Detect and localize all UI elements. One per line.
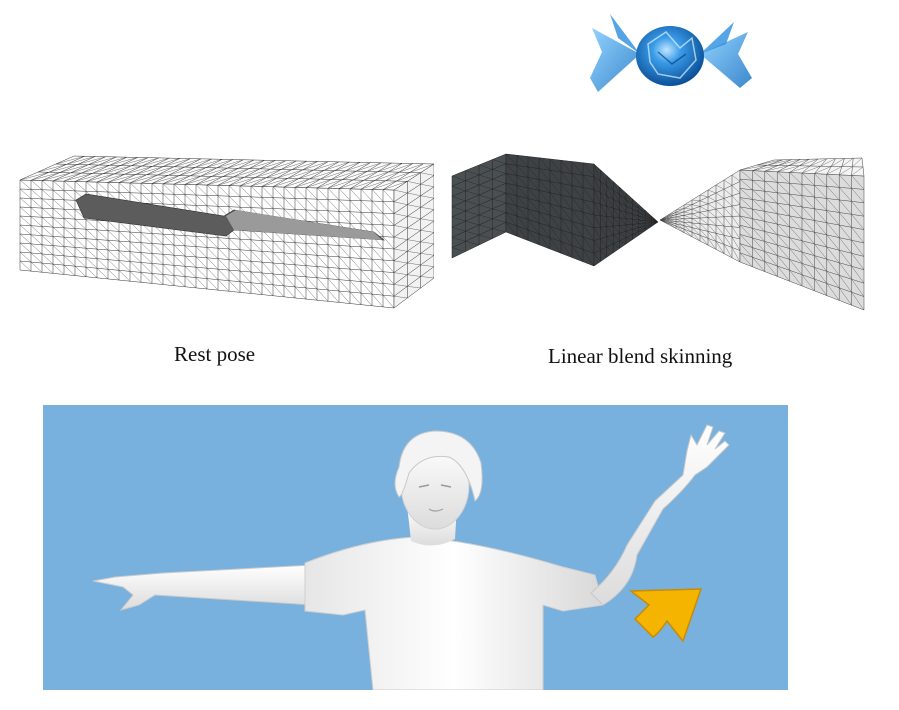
arrow-icon [628, 588, 703, 643]
rest-pose-mesh [14, 150, 435, 310]
candy-wrapper-image [588, 8, 754, 100]
character-render-panel [43, 405, 788, 690]
rest-pose-mesh-figure [19, 155, 435, 309]
linear-blend-skinning-caption: Linear blend skinning [548, 344, 733, 368]
character-figure [92, 424, 730, 690]
rest-pose-caption: Rest pose [174, 342, 256, 366]
linear-blend-skinning-mesh-figure [451, 153, 865, 311]
linear-blend-skinning-mesh [444, 150, 868, 312]
candy-wrapper-icon [590, 14, 752, 92]
